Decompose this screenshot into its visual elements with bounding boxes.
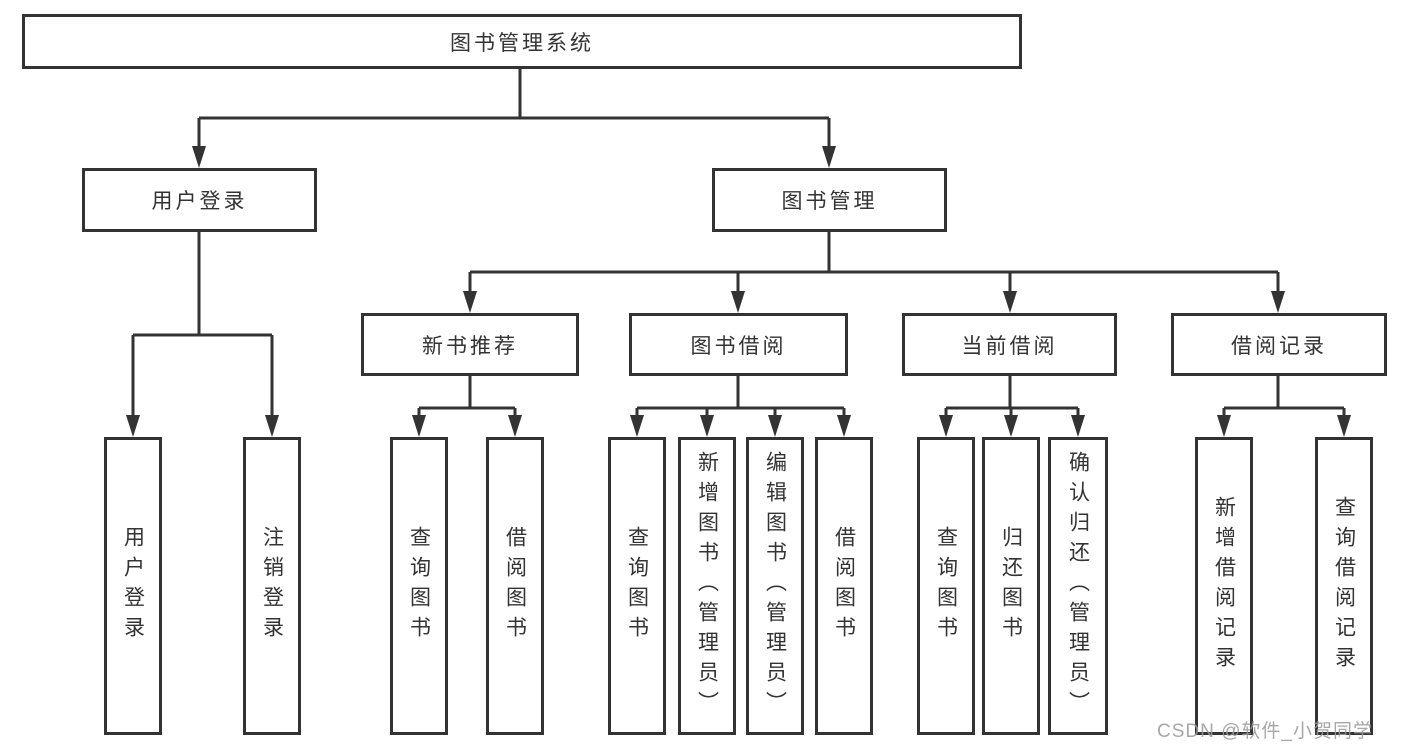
leaf-query-borrow-record-label: 查询借阅记录 [1332, 496, 1356, 676]
leaf-add-borrow-record-label: 新增借阅记录 [1212, 496, 1236, 676]
node-user-login: 用户登录 [82, 168, 317, 232]
leaf-confirm-return-admin: 确认归还（管理员） [1048, 437, 1108, 735]
leaf-return-books: 归还图书 [982, 437, 1040, 735]
leaf-borrow-books-recommend-label: 借阅图书 [503, 526, 527, 646]
node-current-borrowing-label: 当前借阅 [961, 334, 1058, 358]
leaf-add-books-admin-label: 新增图书（管理员） [695, 451, 719, 721]
leaf-user-login: 用户登录 [104, 437, 162, 735]
leaf-edit-books-admin: 编辑图书（管理员） [746, 437, 804, 735]
leaf-query-books-borrowing: 查询图书 [608, 437, 666, 735]
leaf-query-books-recommend: 查询图书 [390, 437, 448, 735]
node-user-login-label: 用户登录 [151, 190, 248, 213]
leaf-query-books-borrowing-label: 查询图书 [625, 526, 649, 646]
leaf-user-login-label: 用户登录 [121, 526, 145, 646]
leaf-borrow-books-recommend: 借阅图书 [486, 437, 544, 735]
leaf-logout-login-label: 注销登录 [260, 526, 284, 646]
leaf-add-borrow-record: 新增借阅记录 [1195, 437, 1253, 735]
leaf-add-books-admin: 新增图书（管理员） [678, 437, 736, 735]
leaf-query-borrow-record: 查询借阅记录 [1315, 437, 1373, 735]
node-root-system-label: 图书管理系统 [450, 31, 594, 55]
node-borrowing-records-label: 借阅记录 [1231, 334, 1327, 358]
leaf-borrow-books-borrowing: 借阅图书 [815, 437, 873, 735]
leaf-query-books-current-label: 查询图书 [934, 526, 958, 646]
node-book-management: 图书管理 [712, 168, 947, 232]
node-new-book-recommend-label: 新书推荐 [422, 334, 518, 358]
node-borrowing-records: 借阅记录 [1171, 313, 1387, 376]
leaf-confirm-return-admin-label: 确认归还（管理员） [1066, 451, 1090, 721]
node-current-borrowing: 当前借阅 [902, 313, 1117, 376]
node-new-book-recommend: 新书推荐 [361, 313, 579, 376]
node-book-management-label: 图书管理 [781, 190, 878, 213]
leaf-query-books-current: 查询图书 [917, 437, 975, 735]
node-root-system: 图书管理系统 [22, 14, 1022, 69]
leaf-edit-books-admin-label: 编辑图书（管理员） [763, 451, 787, 721]
node-book-borrowing-label: 图书借阅 [690, 334, 787, 358]
leaf-return-books-label: 归还图书 [999, 526, 1023, 646]
leaf-query-books-recommend-label: 查询图书 [407, 526, 431, 646]
node-book-borrowing: 图书借阅 [629, 313, 848, 376]
csdn-watermark: CSDN @软件_小贺同学 [1157, 721, 1373, 742]
leaf-logout-login: 注销登录 [243, 437, 301, 735]
leaf-borrow-books-borrowing-label: 借阅图书 [832, 526, 856, 646]
